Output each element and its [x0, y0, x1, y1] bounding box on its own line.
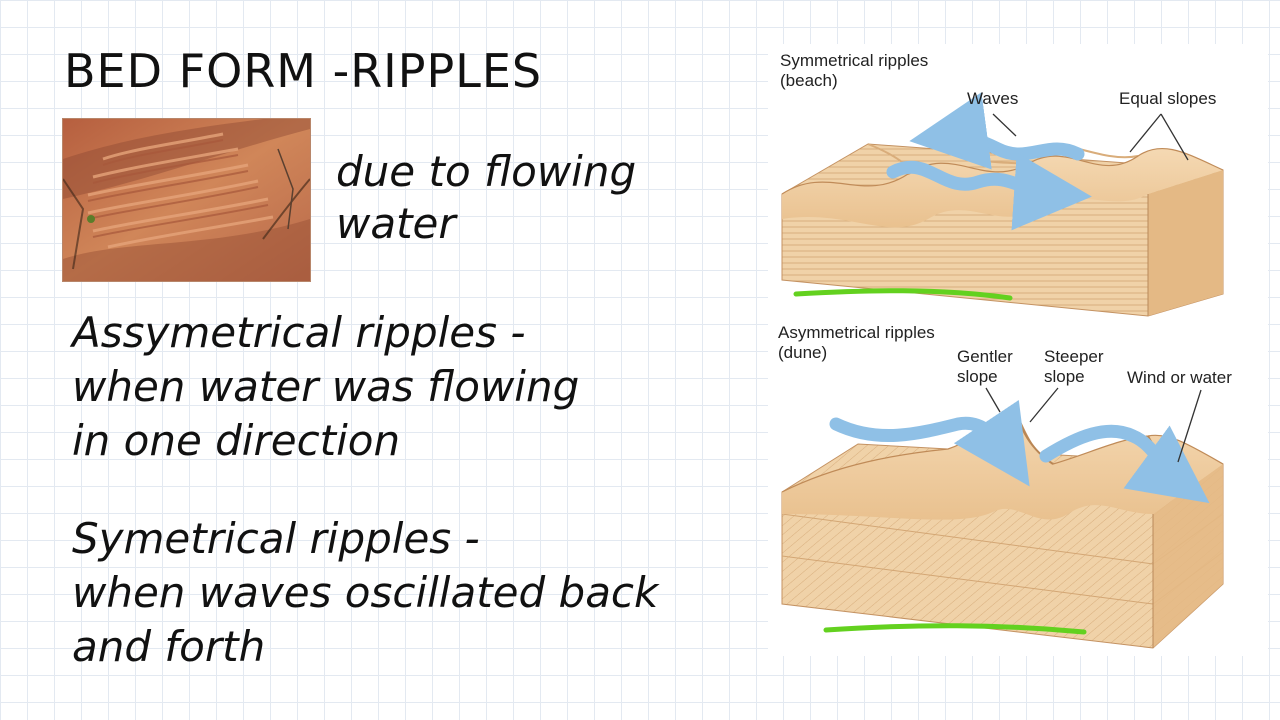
waves-leader: [992, 113, 1017, 137]
photo-caption-line: due to flowing: [336, 147, 637, 196]
green-underline: [823, 623, 1087, 635]
ripple-photo-image: [63, 119, 310, 281]
gentler-slope-label: Gentler slope: [957, 347, 1013, 387]
steeper-slope-line: slope: [1044, 367, 1085, 386]
flow-arrows: [829, 399, 1210, 504]
ripple-diagram: Symmetrical ripples (beach) Waves Equal …: [768, 44, 1268, 656]
ripple-diagram-art: [781, 92, 1224, 649]
gentler-slope-line: Gentler: [957, 347, 1013, 366]
steeper-leader: [1029, 387, 1059, 423]
symmetric-note-line: and forth: [72, 622, 266, 671]
asymmetric-note-line: Assymetrical ripples -: [72, 308, 526, 357]
wind-or-water-label: Wind or water: [1127, 368, 1232, 387]
asymmetric-title-line: (dune): [778, 343, 828, 362]
page-title: BED FORM -RIPPLES: [64, 44, 543, 98]
equal-slopes-leader: [1129, 113, 1162, 153]
waves-arrows: [886, 92, 1092, 231]
gentler-leader: [985, 387, 1001, 413]
gentler-slope-line: slope: [957, 367, 998, 386]
steeper-slope-line: Steeper: [1044, 347, 1104, 366]
photo-caption: due to flowing water: [336, 146, 636, 250]
photo-caption-line: water: [336, 199, 456, 248]
asymmetric-note-line: when water was flowing: [72, 362, 580, 411]
steeper-slope-label: Steeper slope: [1044, 347, 1104, 387]
symmetric-title: Symmetrical ripples (beach): [780, 51, 928, 91]
symmetric-note-line: Symetrical ripples -: [72, 514, 480, 563]
asymmetric-note: Assymetrical ripples - when water was fl…: [72, 306, 579, 468]
equal-slopes-leader: [1160, 113, 1189, 161]
wind-leader: [1177, 389, 1202, 463]
symmetric-title-line: (beach): [780, 71, 838, 90]
asymmetric-note-line: in one direction: [72, 416, 401, 465]
symmetric-note-line: when waves oscillated back: [72, 568, 659, 617]
equal-slopes-label: Equal slopes: [1119, 89, 1217, 108]
waves-label: Waves: [967, 89, 1019, 108]
asymmetric-title: Asymmetrical ripples (dune): [778, 323, 935, 363]
symmetric-block: [781, 143, 1224, 317]
symmetric-note: Symetrical ripples - when waves oscillat…: [72, 512, 658, 674]
asymmetric-title-line: Asymmetrical ripples: [778, 323, 935, 342]
green-underline: [793, 288, 1013, 301]
symmetric-title-line: Symmetrical ripples: [780, 51, 929, 70]
ripple-photo: [62, 118, 311, 282]
